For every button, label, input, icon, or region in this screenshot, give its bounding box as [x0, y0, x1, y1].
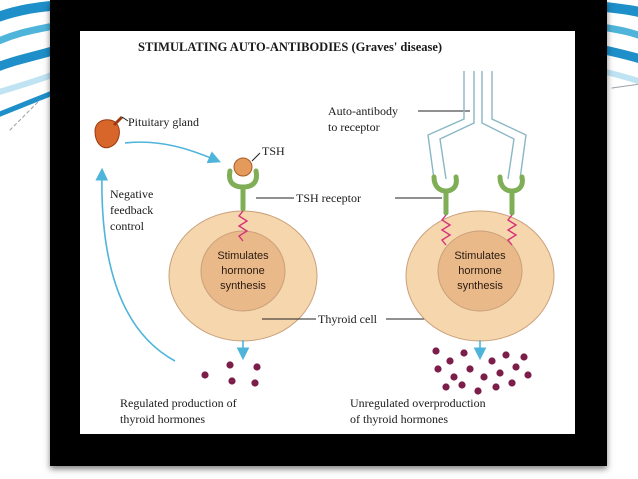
left-cell-nucleus — [200, 230, 286, 312]
pituitary-gland-icon — [94, 115, 124, 149]
left-caption-2: thyroid hormones — [120, 412, 205, 426]
thyroid-cell-label: Thyroid cell — [318, 312, 378, 326]
left-cell-text-1: Stimulates — [217, 250, 269, 262]
feedback-label-3: control — [110, 219, 145, 233]
feedback-label-2: feedback — [110, 203, 153, 217]
right-signal-squiggle-2 — [506, 214, 518, 246]
pituitary-label: Pituitary gland — [128, 115, 199, 129]
right-cell-text-3: synthesis — [457, 280, 503, 292]
receptor-label: TSH receptor — [296, 191, 361, 205]
left-cell-text-3: synthesis — [220, 280, 266, 292]
right-caption-2: of thyroid hormones — [350, 412, 448, 426]
pituitary-leader — [121, 116, 129, 122]
tsh-molecule — [233, 157, 253, 177]
figure-panel: STIMULATING AUTO-ANTIBODIES (Graves' dis… — [80, 31, 575, 434]
right-cell-text-1: Stimulates — [454, 250, 506, 262]
left-hormone-dots — [201, 361, 261, 387]
right-cell-nucleus — [437, 230, 523, 312]
graves-disease-diagram: STIMULATING AUTO-ANTIBODIES (Graves' dis… — [94, 40, 555, 426]
left-tsh-receptor — [227, 168, 259, 212]
autoantibody-label-2: to receptor — [328, 120, 380, 134]
right-tsh-receptor-2 — [497, 174, 525, 216]
tsh-label: TSH — [262, 144, 285, 158]
autoantibody-label-1: Auto-antibody — [328, 104, 398, 118]
right-hormone-dots — [432, 347, 532, 395]
right-cell-text-2: hormone — [458, 265, 501, 277]
figure-title: STIMULATING AUTO-ANTIBODIES (Graves' dis… — [138, 40, 442, 54]
right-caption-1: Unregulated overproduction — [350, 396, 486, 410]
feedback-arrow — [95, 167, 176, 362]
left-caption-1: Regulated production of — [120, 396, 237, 410]
autoantibody-molecule — [427, 71, 527, 180]
left-cell-text-2: hormone — [221, 265, 264, 277]
right-tsh-receptor-1 — [431, 174, 459, 216]
feedback-label-1: Negative — [110, 187, 153, 201]
tsh-leader — [251, 152, 261, 162]
right-signal-squiggle-1 — [440, 214, 452, 246]
secretion-arrow — [124, 141, 221, 164]
left-signal-squiggle — [237, 210, 249, 242]
